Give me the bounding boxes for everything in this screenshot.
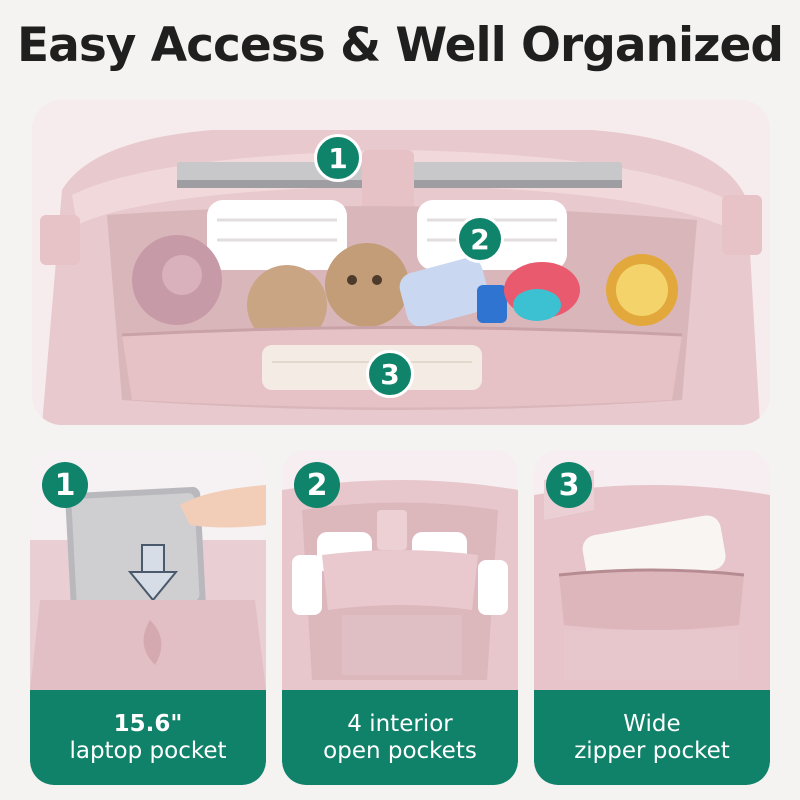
feature-card-zipper-pocket: 3 Wide zipper pocket [534, 450, 770, 785]
card-caption-2: 4 interior open pockets [282, 690, 518, 785]
page-title: Easy Access & Well Organized [17, 18, 784, 73]
card-badge-2: 2 [294, 462, 340, 508]
hero-bag-interior-image: 1 2 3 [32, 100, 770, 425]
hero-badge-2: 2 [456, 215, 504, 263]
card-badge-3: 3 [546, 462, 592, 508]
card-caption-3: Wide zipper pocket [534, 690, 770, 785]
card-caption-3-line2: zipper pocket [574, 737, 730, 764]
zipper-pocket-image [534, 450, 770, 690]
card-caption-1: 15.6" laptop pocket [30, 690, 266, 785]
bag-interior-illustration [32, 100, 770, 425]
card-badge-1: 1 [42, 462, 88, 508]
card-caption-1-line2: laptop pocket [69, 737, 227, 764]
feature-card-interior-pockets: 2 4 interior open pockets [282, 450, 518, 785]
card-caption-2-line1: 4 interior [347, 710, 453, 737]
feature-card-laptop-pocket: 1 15.6" laptop pocket [30, 450, 266, 785]
card-caption-3-line1: Wide [623, 710, 681, 737]
hero-badge-1: 1 [314, 134, 362, 182]
interior-pockets-image [282, 450, 518, 690]
card-caption-1-line1: 15.6" [113, 710, 183, 737]
card-caption-2-line2: open pockets [323, 737, 477, 764]
hero-badge-3: 3 [366, 350, 414, 398]
